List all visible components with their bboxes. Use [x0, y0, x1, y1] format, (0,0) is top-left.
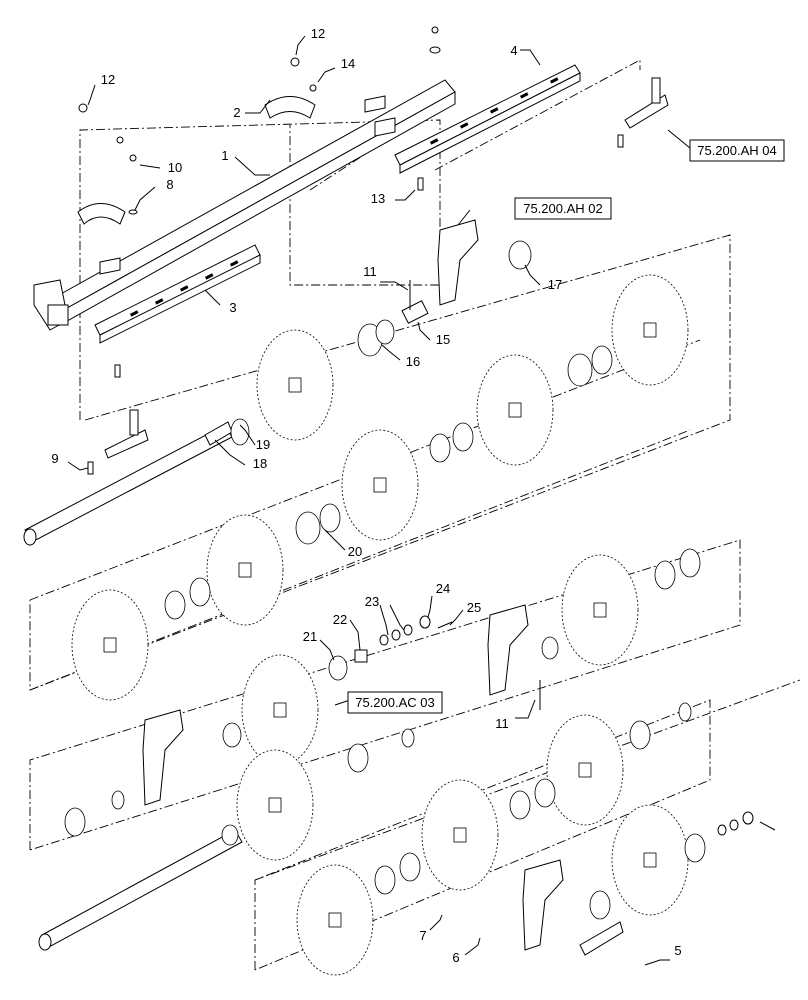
callout-4: 4 [510, 43, 517, 58]
bearing-hangers [142, 219, 564, 951]
callout-7: 7 [419, 928, 426, 943]
callout-21: 21 [303, 629, 317, 644]
ref-box-ah04[interactable]: 75.200.AH 04 [689, 139, 785, 162]
callout-10: 10 [168, 160, 182, 175]
callout-23: 23 [365, 594, 379, 609]
svg-text:75.200.AH 02: 75.200.AH 02 [523, 201, 603, 216]
leader-lines [67, 35, 691, 966]
gang-shaft-lower [38, 829, 243, 951]
reference-boxes: 75.200.AH 04 75.200.AH 02 75.200.AC 03 [347, 139, 785, 714]
upper-mounting-bar [394, 64, 581, 174]
callout-22: 22 [333, 612, 347, 627]
spools [64, 240, 706, 920]
callout-13: 13 [371, 191, 385, 206]
callout-1: 1 [221, 148, 228, 163]
callout-3: 3 [229, 300, 236, 315]
callout-17: 17 [548, 277, 562, 292]
callout-5: 5 [674, 943, 681, 958]
callout-9: 9 [51, 451, 58, 466]
disc-blades [71, 274, 689, 976]
callout-24: 24 [436, 581, 450, 596]
fasteners-top [78, 26, 624, 475]
scraper-blades [104, 77, 669, 956]
svg-text:75.200.AC 03: 75.200.AC 03 [355, 695, 435, 710]
ref-box-ah02[interactable]: 75.200.AH 02 [514, 197, 612, 220]
callout-2: 2 [233, 105, 240, 120]
callout-19: 19 [256, 437, 270, 452]
assembly-boundaries [29, 59, 801, 971]
callout-20: 20 [348, 544, 362, 559]
callout-25: 25 [467, 600, 481, 615]
callout-15: 15 [436, 332, 450, 347]
callout-6: 6 [452, 950, 459, 965]
frame-beam [33, 79, 456, 331]
svg-text:75.200.AH 04: 75.200.AH 04 [697, 143, 777, 158]
callout-8: 8 [166, 177, 173, 192]
callout-12-left: 12 [101, 72, 115, 87]
clamp-brackets [77, 96, 316, 225]
callout-11-upper: 11 [363, 264, 377, 279]
bearing-hardware [354, 615, 776, 836]
ref-box-ac03[interactable]: 75.200.AC 03 [347, 691, 443, 714]
callout-18: 18 [253, 456, 267, 471]
callout-16: 16 [406, 354, 420, 369]
callout-12-right: 12 [311, 26, 325, 41]
callout-14: 14 [341, 56, 355, 71]
lower-mounting-bar [94, 244, 261, 344]
callout-labels: 1 2 3 4 5 6 7 8 9 10 11 11 12 12 13 14 1… [51, 26, 681, 965]
callout-11-lower: 11 [495, 716, 509, 731]
